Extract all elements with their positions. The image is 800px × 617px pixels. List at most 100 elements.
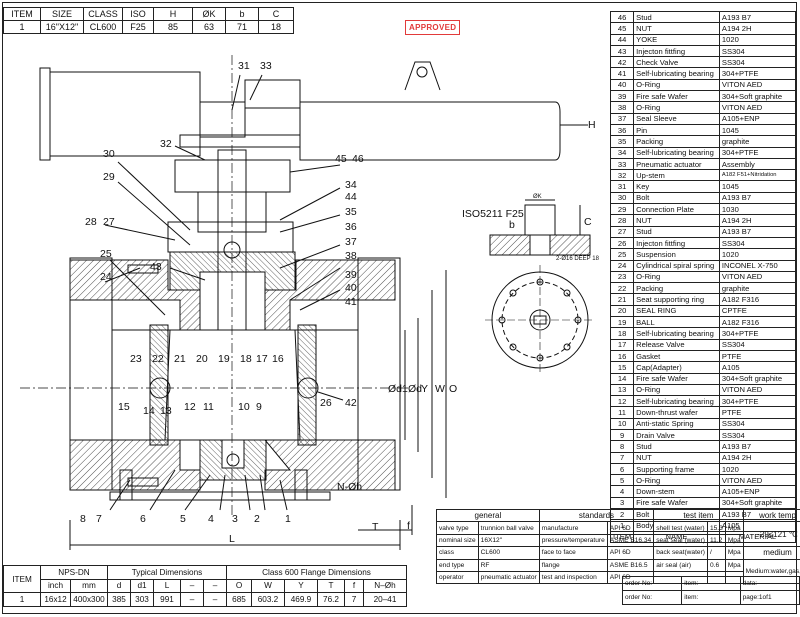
footer-item: item: <box>681 576 741 591</box>
part-name: Injecton fittfing <box>633 236 720 250</box>
part-material: CPTFE <box>718 304 797 318</box>
part-name: Packing <box>633 282 720 295</box>
part-material: PTFE <box>718 349 797 363</box>
info-cell: pneumatic actuator <box>477 570 540 585</box>
part-name: Down-thrust wafer <box>633 406 720 419</box>
part-name: Anti-static Spring <box>633 417 720 430</box>
info-cell: pressure/temperature <box>538 533 608 548</box>
callout: 1 <box>285 513 291 525</box>
callout: 38 <box>345 250 357 262</box>
part-item-no: 31 <box>609 180 635 193</box>
actuator-cylinder-right <box>299 101 561 161</box>
callout: 11 <box>203 401 214 413</box>
info-cell: 15.3 <box>706 521 726 535</box>
callout: 24 <box>100 271 112 283</box>
part-item-no: 5 <box>609 474 635 487</box>
part-name: O-Ring <box>633 101 720 114</box>
general-info-table: general standards test item work temp va… <box>436 508 800 585</box>
part-item-no: 38 <box>609 101 635 114</box>
dims-cell: 385 <box>107 592 131 607</box>
info-cell: valve type <box>436 521 479 535</box>
part-name: Pin <box>633 123 720 137</box>
part-item-no: 34 <box>609 146 635 159</box>
callout: 9 <box>256 401 262 413</box>
part-name: O-Ring <box>633 270 720 284</box>
part-item-no: 23 <box>609 270 635 284</box>
dims-cell: 76.2 <box>317 592 345 607</box>
callout: 23 <box>130 353 142 365</box>
part-item-no: 8 <box>609 440 635 453</box>
callout: 29 <box>103 171 115 183</box>
info-cell: / <box>706 546 726 560</box>
iso-flange-label: ISO5211 F25 <box>462 208 524 220</box>
part-material: INCONEL X-750 <box>718 259 797 272</box>
part-material: 304+Soft graphite <box>718 372 797 385</box>
part-material: 1020 <box>718 33 797 46</box>
callout: 13 <box>160 405 172 417</box>
part-item-no: 45 <box>609 22 635 35</box>
part-name: Self-lubricating bearing <box>633 146 720 159</box>
dims-sub: Y <box>284 578 318 593</box>
callout: 37 <box>345 236 357 248</box>
part-item-no: 36 <box>609 123 635 137</box>
part-item-no: 7 <box>609 451 635 464</box>
part-name: Stud <box>633 440 720 453</box>
callout: 41 <box>345 296 357 308</box>
dims-sub: O <box>226 578 252 593</box>
dims-cell: 20–41 <box>363 592 407 607</box>
part-material: A193 B7 <box>718 440 797 453</box>
part-item-no: 39 <box>609 90 635 103</box>
info-h-standards: standards <box>538 508 655 523</box>
part-material: graphite <box>718 135 797 148</box>
part-name: Up-stem <box>633 169 720 182</box>
ball <box>164 329 301 441</box>
od1-dim: Ød1 <box>388 383 408 395</box>
callout: 12 <box>184 401 196 413</box>
part-name: Key <box>633 180 720 193</box>
callout: 2 <box>254 513 260 525</box>
info-row: valve type trunnion ball valve manufactu… <box>436 521 800 548</box>
dimension-labels: ISO5211 F25 2-Ø16 DEEP 18 ØK C b L T f N… <box>229 119 600 545</box>
part-item-no: 25 <box>609 248 635 261</box>
part-material: 1030 <box>718 203 797 216</box>
footer-row: order No: item: page:1of1 <box>621 590 800 605</box>
part-material: A193 B7 <box>718 225 797 238</box>
info-cell: Mpa <box>724 546 744 560</box>
callout: 4 <box>208 513 214 525</box>
order-footer: order No: item: data: order No: item: pa… <box>621 576 800 605</box>
callout: 28 <box>85 216 97 228</box>
callout: 20 <box>196 353 208 365</box>
info-cell: class <box>436 546 479 560</box>
part-material: Assembly <box>718 157 797 171</box>
dimension-table: ITEM NPS-DN Typical Dimensions Class 600… <box>3 565 407 607</box>
footer-row: order No: item: data: <box>621 576 800 591</box>
info-row: nominal size 16X12" pressure/temperature… <box>436 533 800 548</box>
ok-dim: ØK <box>533 194 542 200</box>
part-name: Bolt <box>633 191 720 205</box>
info-h-test: test item <box>653 508 744 523</box>
body-left-bottom <box>69 439 201 491</box>
info-cell: API 6D <box>606 521 655 535</box>
dims-h-flange: Class 600 Flange Dimensions <box>226 565 407 580</box>
od-dim: Ød <box>408 383 422 395</box>
callout: 6 <box>140 513 146 525</box>
h-dim: H <box>588 119 596 131</box>
part-name: NUT <box>633 451 720 464</box>
part-item-no: 43 <box>609 44 635 58</box>
